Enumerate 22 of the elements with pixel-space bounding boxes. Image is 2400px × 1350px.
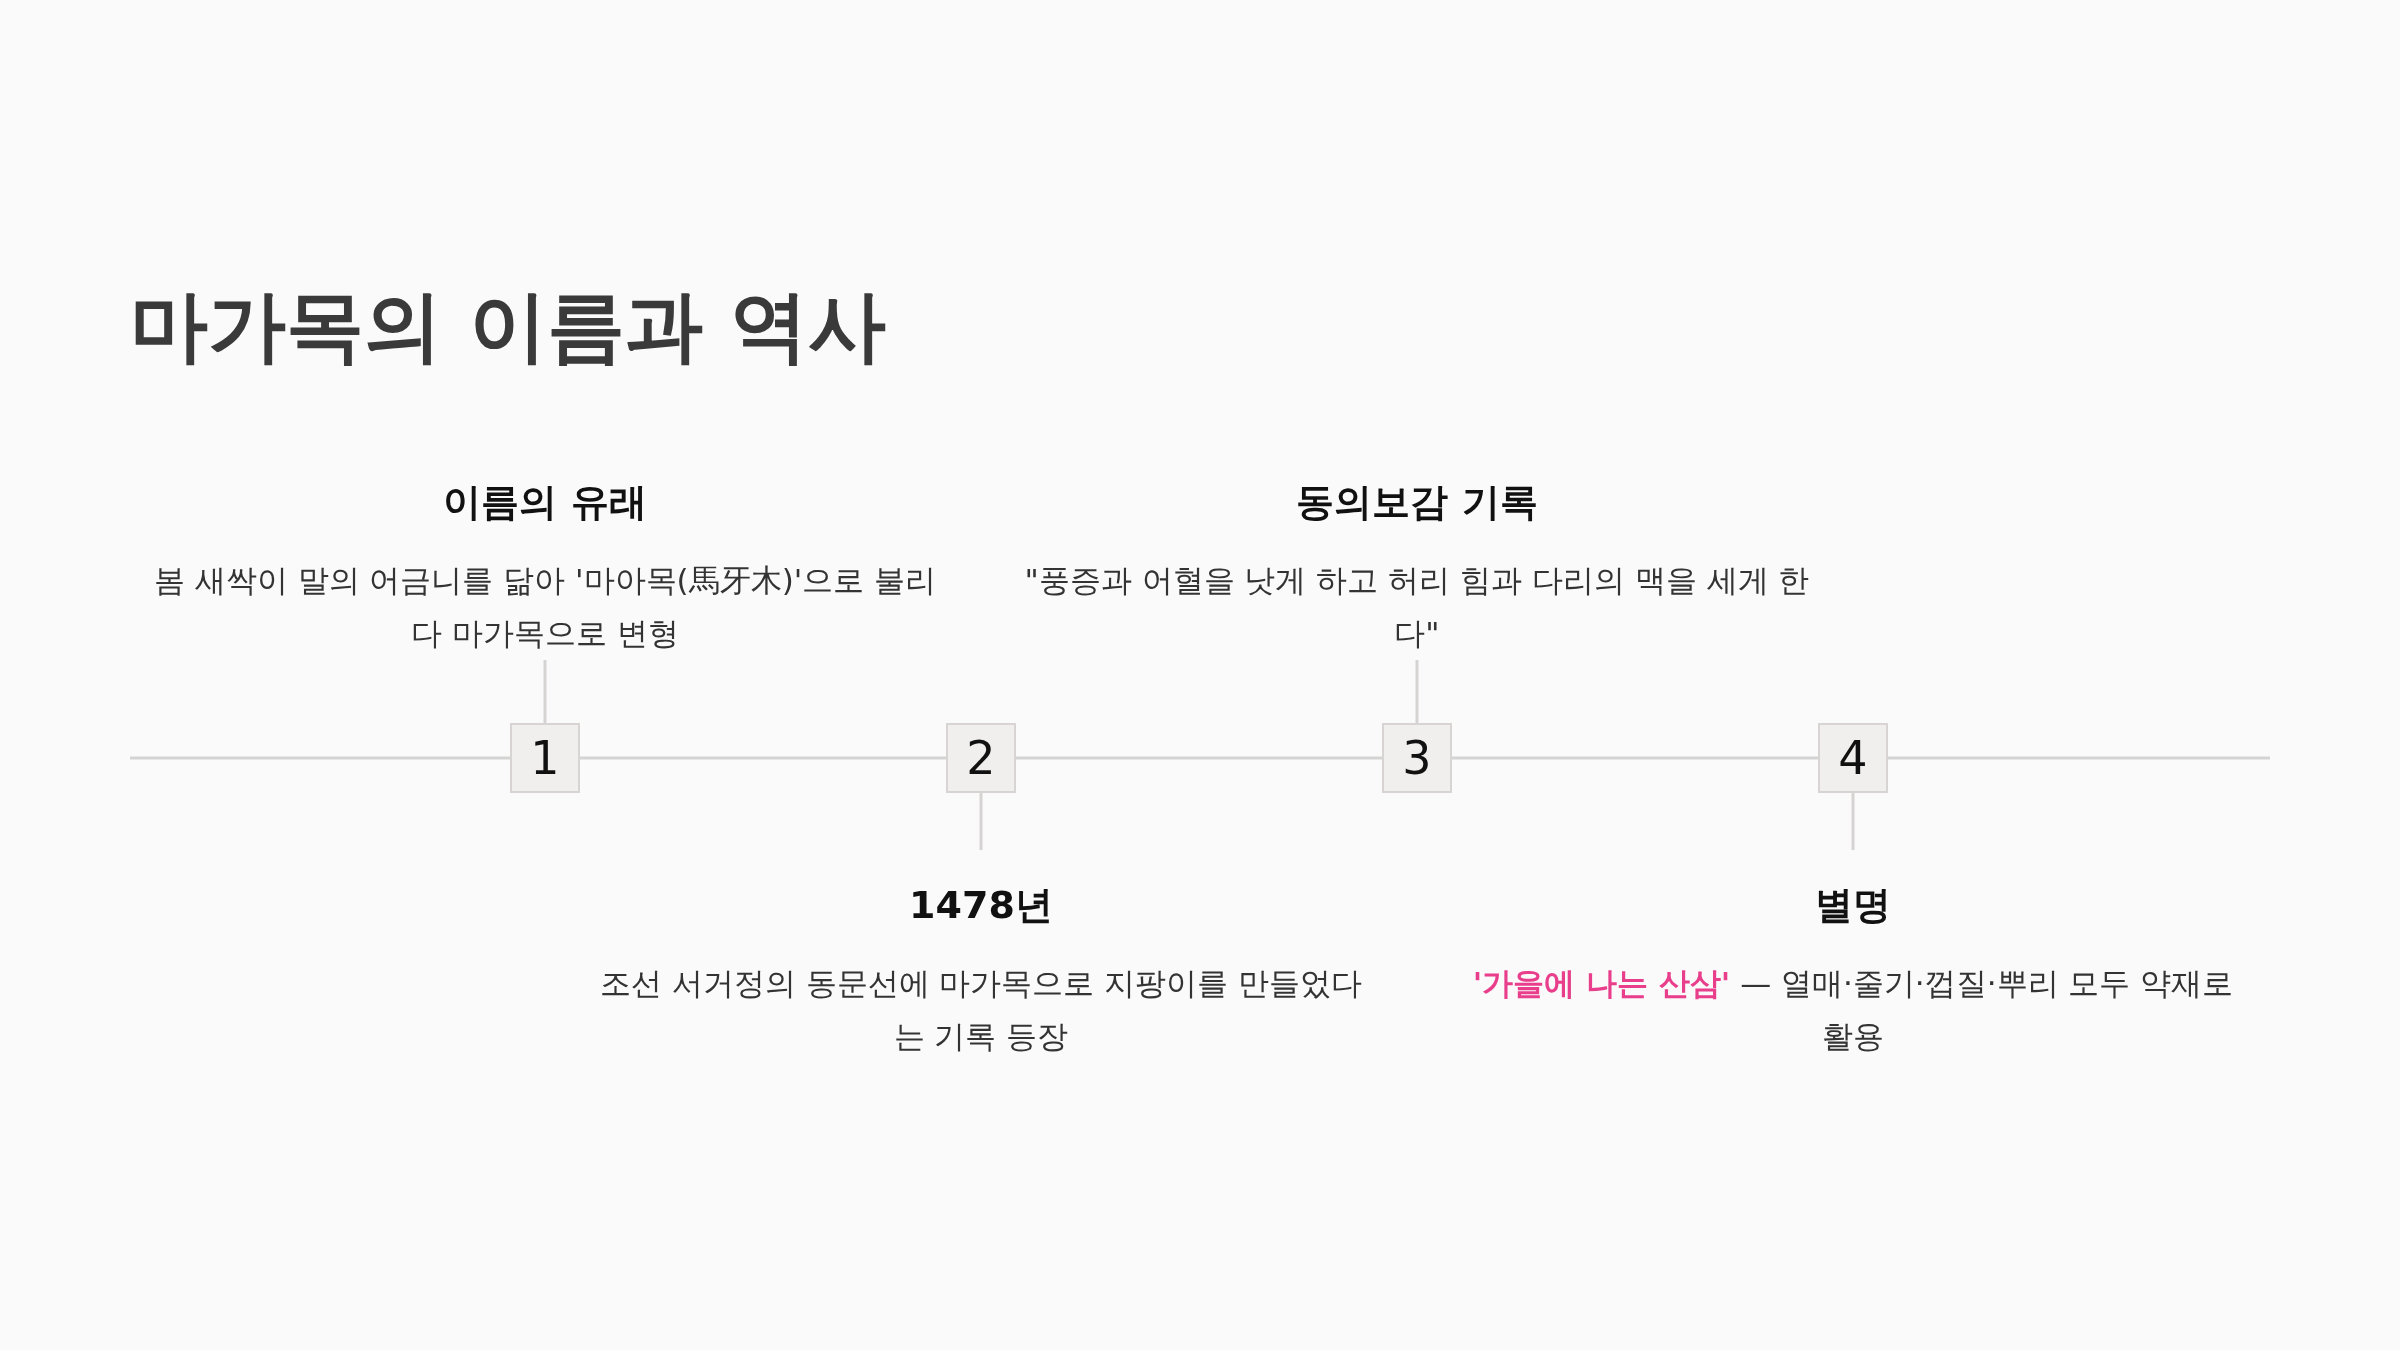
event-description: "풍증과 어혈을 낫게 하고 허리 힘과 다리의 맥을 세게 한다" — [1023, 561, 1811, 653]
connector-line — [543, 660, 547, 723]
timeline-line — [130, 756, 510, 760]
connector-line — [1851, 793, 1855, 850]
event-heading: 1478년 — [909, 882, 1053, 929]
step-number-box: 4 — [1818, 723, 1888, 793]
step-number-box: 1 — [510, 723, 580, 793]
step-number-box: 3 — [1382, 723, 1452, 793]
timeline-line — [1888, 756, 2270, 760]
timeline-line — [1452, 756, 1818, 760]
connector-line — [1415, 660, 1419, 723]
timeline-line — [1016, 756, 1382, 760]
event-description: 봄 새싹이 말의 어금니를 닮아 '마아목(馬牙木)'으로 불리다 마가목으로 변형 — [152, 561, 938, 653]
title: 마가목의 이름과 역사 — [130, 280, 887, 373]
event-heading: 동의보감 기록 — [1296, 479, 1538, 526]
connector-line — [979, 793, 983, 850]
event-description: 조선 서거정의 동문선에 마가목으로 지팡이를 만들었다는 기록 등장 — [598, 964, 1364, 1056]
step-number-box: 2 — [946, 723, 1016, 793]
event-heading: 별명 — [1815, 882, 1891, 929]
event-heading: 이름의 유래 — [443, 479, 647, 526]
timeline-line — [580, 756, 946, 760]
event-description: '가을에 나는 산삼' — 열매·줄기·껍질·뿌리 모두 약재로 활용 — [1471, 964, 2235, 1056]
